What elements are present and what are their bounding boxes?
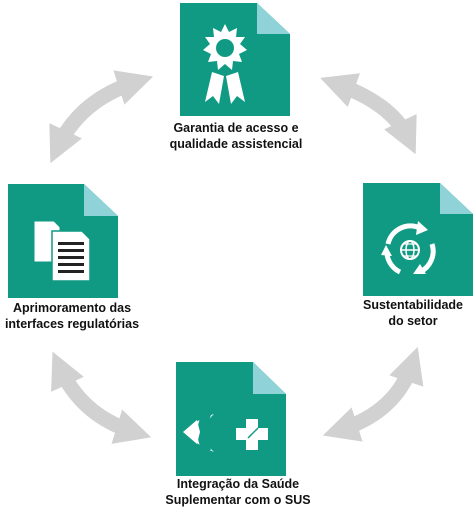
ans-sus-logo-icon	[183, 414, 268, 452]
doc-top	[180, 3, 290, 116]
node-label-right-line2: do setor	[388, 314, 438, 328]
node-label-top-line1: Garantia de acesso e	[173, 121, 299, 135]
node-label-right: Sustentabilidade do setor	[354, 297, 472, 329]
node-label-top: Garantia de acesso e qualidade assistenc…	[166, 120, 306, 152]
node-label-left-line1: Aprimoramento das	[12, 301, 132, 315]
node-label-top-line2: qualidade assistencial	[169, 137, 303, 151]
cycle-arrows	[49, 70, 424, 444]
documents-icon	[33, 220, 91, 282]
doc-bottom	[176, 362, 286, 476]
doc-left	[8, 184, 118, 298]
node-label-bottom: Integração da Saúde Suplementar com o SU…	[150, 476, 326, 508]
doc-right	[363, 183, 473, 296]
arrow-bottom-left	[51, 351, 152, 444]
node-label-left-line2: interfaces regulatórias	[4, 317, 140, 331]
award-ribbon-icon	[203, 24, 247, 104]
arrow-top-right	[320, 73, 417, 155]
arrow-top-left	[49, 70, 154, 164]
arrow-bottom-right	[322, 346, 424, 442]
node-label-bottom-line1: Integração da Saúde	[176, 477, 300, 491]
recycle-globe-icon	[381, 221, 436, 275]
node-label-right-line1: Sustentabilidade	[362, 298, 464, 312]
node-label-left: Aprimoramento das interfaces regulatória…	[2, 300, 142, 332]
node-label-bottom-line2: Suplementar com o SUS	[165, 493, 311, 507]
